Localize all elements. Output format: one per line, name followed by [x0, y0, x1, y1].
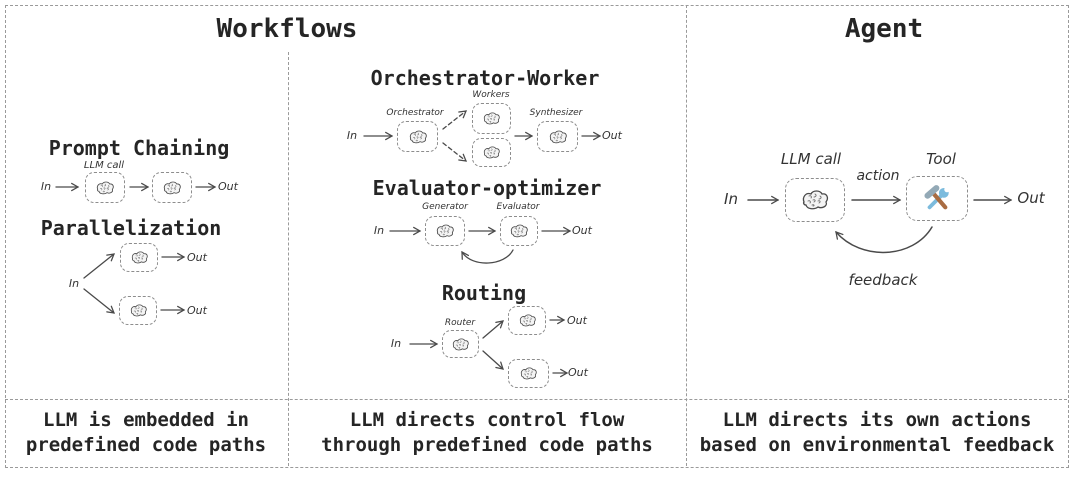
- tool-label: Tool: [926, 150, 956, 168]
- workflows-agent-divider: [686, 5, 687, 466]
- orchestrator-box: [397, 121, 438, 152]
- workflows-left-caption: LLM is embedded in predefined code paths: [26, 408, 266, 458]
- generator-box: [425, 216, 465, 246]
- brain-icon: [481, 145, 502, 160]
- parallelization-title: Parallelization: [40, 216, 222, 240]
- brain-icon: [508, 223, 530, 239]
- agent-panel-title: Agent: [844, 14, 924, 44]
- brain-icon: [434, 223, 456, 239]
- agent-caption: LLM directs its own actions based on env…: [700, 408, 1055, 458]
- synthesizer-box: [537, 121, 578, 152]
- workflows-column-divider: [288, 52, 289, 466]
- outer-frame: [5, 5, 1069, 468]
- brain-icon: [517, 313, 538, 328]
- out-label: Out: [1017, 189, 1045, 207]
- out-label: Out: [567, 314, 587, 327]
- caption-line: predefined code paths: [25, 434, 267, 456]
- orchestrator-label: Orchestrator: [386, 108, 444, 118]
- out-label: Out: [218, 180, 238, 193]
- brain-icon: [518, 366, 539, 381]
- evaluator-optimizer-title: Evaluator-optimizer: [372, 176, 602, 200]
- workflows-middle-caption: LLM directs control flow through predefi…: [321, 408, 653, 458]
- evaluator-label: Evaluator: [496, 202, 540, 212]
- brain-icon: [161, 180, 183, 196]
- llm-call-label: LLM call: [780, 150, 842, 168]
- orchestrator-worker-title: Orchestrator-Worker: [370, 66, 600, 90]
- brain-icon: [128, 303, 149, 318]
- routing-llm-box-top: [508, 306, 546, 335]
- feedback-label: feedback: [848, 271, 918, 289]
- brain-icon: [481, 111, 502, 126]
- prompt-chaining-title: Prompt Chaining: [48, 136, 230, 160]
- hammer-wrench-icon: [923, 185, 951, 213]
- caption-line: based on environmental feedback: [699, 434, 1055, 456]
- brain-icon: [450, 337, 471, 352]
- out-label: Out: [568, 366, 588, 379]
- evaluator-box: [500, 216, 538, 246]
- action-label: action: [856, 168, 900, 184]
- generator-label: Generator: [422, 202, 468, 212]
- prompt-chaining-llm-box-2: [152, 172, 192, 203]
- in-label: In: [68, 277, 80, 290]
- workers-label: Workers: [472, 90, 510, 100]
- in-label: In: [724, 190, 738, 208]
- in-label: In: [40, 180, 52, 193]
- router-box: [442, 330, 479, 358]
- caption-line: LLM is embedded in: [43, 409, 249, 431]
- out-label: Out: [602, 129, 622, 142]
- worker-box-top: [472, 103, 511, 134]
- routing-llm-box-bottom: [508, 359, 549, 388]
- prompt-chaining-llm-box-1: [85, 172, 125, 203]
- workflows-panel-title: Workflows: [216, 14, 358, 44]
- caption-row-divider: [5, 399, 1067, 400]
- in-label: In: [390, 337, 402, 350]
- out-label: Out: [187, 304, 207, 317]
- worker-box-bottom: [472, 138, 511, 167]
- in-label: In: [346, 129, 358, 142]
- brain-icon: [799, 188, 831, 212]
- out-label: Out: [572, 224, 592, 237]
- in-label: In: [373, 224, 385, 237]
- brain-icon: [407, 129, 429, 145]
- parallelization-llm-box-top: [120, 243, 158, 272]
- caption-line: LLM directs control flow: [349, 409, 625, 431]
- agent-tool-box: [906, 176, 968, 221]
- synthesizer-label: Synthesizer: [529, 108, 583, 118]
- routing-title: Routing: [441, 281, 527, 305]
- caption-line: LLM directs its own actions: [722, 409, 1032, 431]
- brain-icon: [547, 129, 569, 145]
- parallelization-llm-box-bottom: [119, 296, 157, 325]
- brain-icon: [129, 250, 150, 265]
- router-label: Router: [444, 318, 476, 328]
- brain-icon: [94, 180, 116, 196]
- caption-line: through predefined code paths: [321, 434, 653, 456]
- out-label: Out: [187, 251, 207, 264]
- llm-call-label: LLM call: [83, 160, 125, 171]
- agent-llm-box: [785, 178, 845, 222]
